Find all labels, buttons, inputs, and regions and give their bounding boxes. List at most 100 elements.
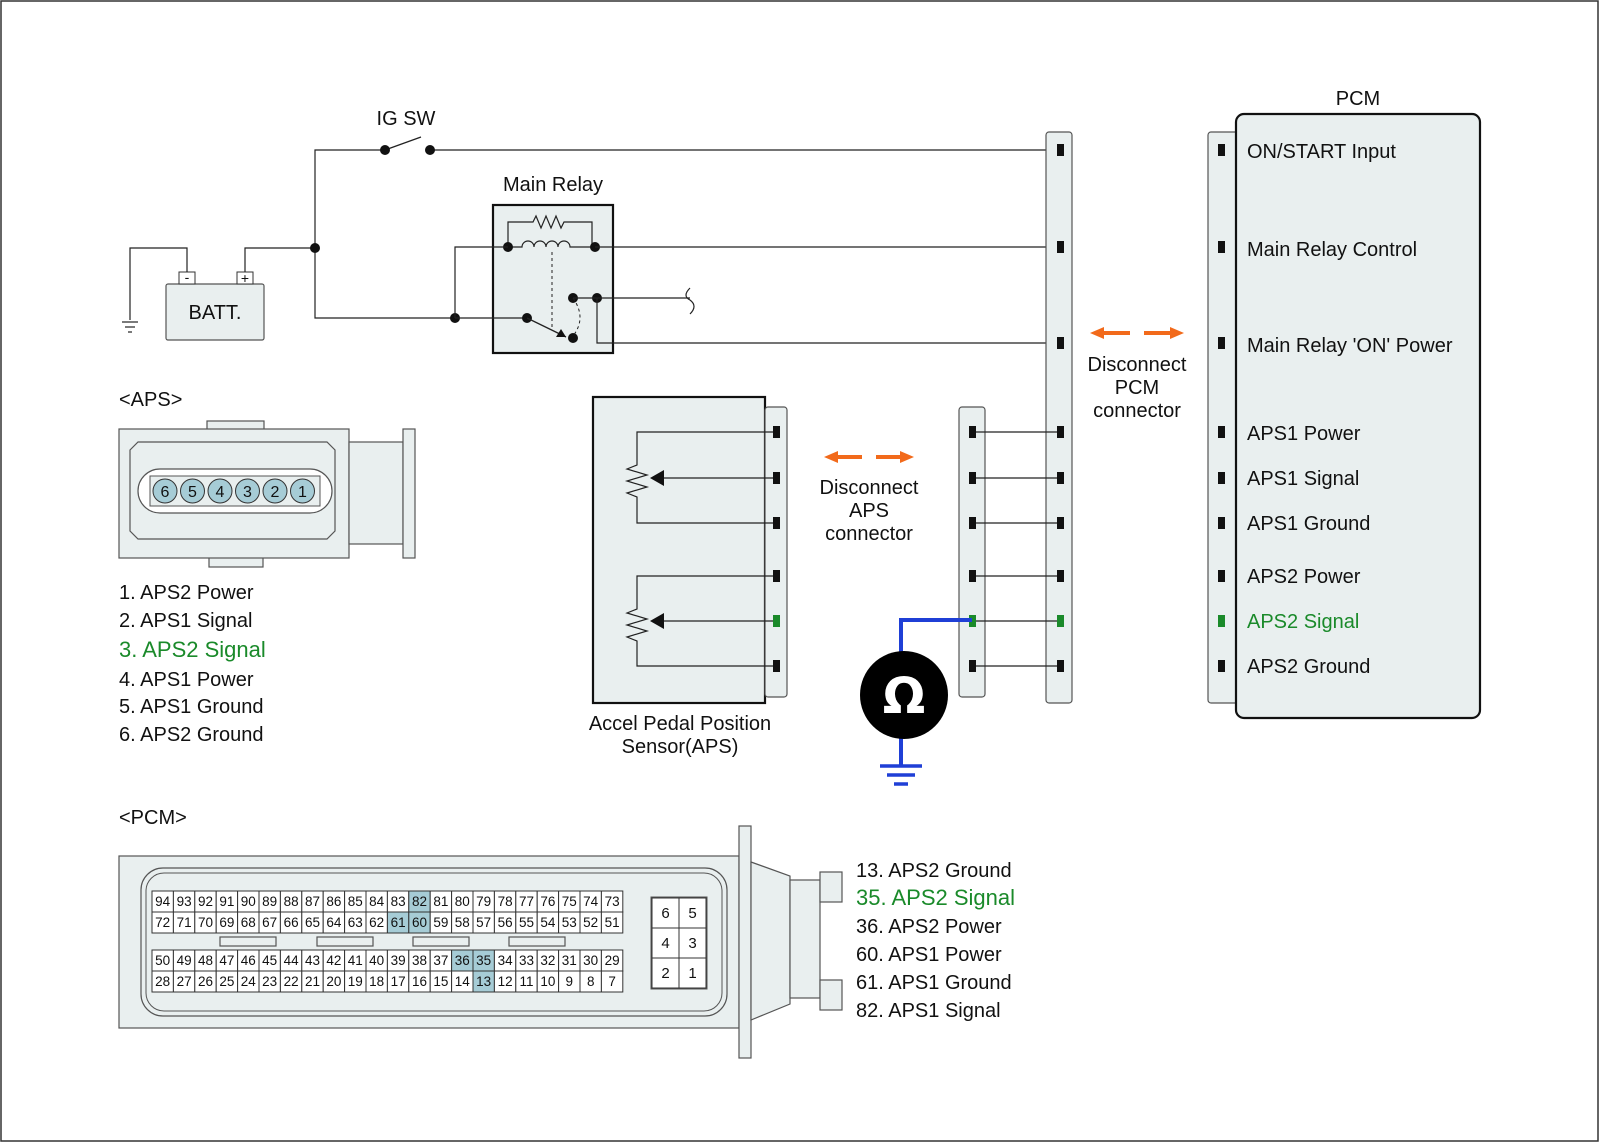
pcm-pin-number: 67 — [262, 915, 277, 930]
pcm-pin-number: 83 — [391, 894, 406, 909]
disconnect-aps-line1: Disconnect — [820, 477, 919, 499]
aps-legend-item: 1. APS2 Power — [119, 582, 254, 604]
pcm-pin-number: 57 — [476, 915, 491, 930]
pcm-pin-number: 23 — [262, 974, 277, 989]
pcm-legend-item: 36. APS2 Power — [856, 916, 1002, 938]
aps-pin-number: 2 — [271, 484, 280, 501]
aps-pin-number: 3 — [243, 484, 252, 501]
disconnect-pcm-line2: PCM — [1115, 377, 1159, 399]
pcm-block — [1207, 112, 1482, 720]
aps-harness-connector — [958, 406, 1057, 698]
pcm-pin-number: 47 — [219, 953, 234, 968]
pcm-pin-number: 55 — [519, 915, 534, 930]
pcm-pin-number: 84 — [369, 894, 385, 909]
pcm-pin-number: 52 — [583, 915, 598, 930]
pcm-pin-number: 66 — [284, 915, 299, 930]
pcm-pin-number: 27 — [177, 974, 192, 989]
ig-sw-label: IG SW — [377, 108, 436, 130]
aps-legend-item: 6. APS2 Ground — [119, 724, 264, 746]
aps-sensor — [591, 395, 788, 705]
pcm-pin-number: 43 — [305, 953, 320, 968]
pcm-small-pin-cell — [651, 897, 680, 929]
pcm-pin-number: 53 — [562, 915, 577, 930]
pcm-pin-number: 17 — [391, 974, 406, 989]
pcm-pin-number: 18 — [369, 974, 384, 989]
pcm-pin-number: 40 — [369, 953, 384, 968]
pcm-pin-number: 87 — [305, 894, 320, 909]
pcm-pin-number: 37 — [433, 953, 448, 968]
pcm-pin-number: 13 — [476, 974, 491, 989]
pcm-small-pin-number: 2 — [661, 965, 669, 982]
pcm-pin-number: 26 — [198, 974, 213, 989]
pcm-pin-number: 12 — [498, 974, 513, 989]
pcm-pin-cell — [600, 911, 624, 934]
pcm-pin-number: 24 — [241, 974, 257, 989]
pcm-pin-number: 94 — [155, 894, 171, 909]
pcm-pin-number: 51 — [605, 915, 620, 930]
pcm-pin-label: Main Relay Control — [1247, 239, 1417, 261]
pcm-pin-number: 15 — [433, 974, 448, 989]
pcm-pin-number: 56 — [498, 915, 513, 930]
aps-legend-item: 2. APS1 Signal — [119, 610, 252, 632]
pcm-pin-number: 19 — [348, 974, 363, 989]
pcm-pin-number: 38 — [412, 953, 427, 968]
pcm-legend-item: 82. APS1 Signal — [856, 1000, 1001, 1022]
pcm-pin-number: 60 — [412, 915, 427, 930]
pcm-pin-number: 80 — [455, 894, 470, 909]
pcm-pin-number: 72 — [155, 915, 170, 930]
aps-pin-number: 6 — [161, 484, 170, 501]
aps-legend-item-highlight: 3. APS2 Signal — [119, 637, 266, 662]
sensor-label-line1: Accel Pedal Position — [589, 713, 771, 735]
pcm-pin-number: 46 — [241, 953, 256, 968]
sensor-label-line2: Sensor(APS) — [622, 736, 739, 758]
aps-pin — [290, 478, 315, 504]
battery-neg: - — [185, 269, 190, 285]
pcm-pin-number: 86 — [326, 894, 341, 909]
pcm-pin-cell — [600, 970, 624, 993]
battery-pos: + — [241, 270, 249, 286]
pcm-pin-number: 68 — [241, 915, 256, 930]
ground-symbol-battery — [122, 247, 188, 333]
disconnect-pcm-line3: connector — [1093, 400, 1181, 422]
pcm-pin-number: 22 — [284, 974, 299, 989]
pcm-pin-number: 76 — [540, 894, 555, 909]
pcm-pin-number: 90 — [241, 894, 256, 909]
pcm-pin-number: 39 — [391, 953, 406, 968]
disconnect-pcm-line1: Disconnect — [1088, 354, 1187, 376]
pcm-small-pin-cell — [678, 927, 707, 959]
pcm-legend-item: 60. APS1 Power — [856, 944, 1002, 966]
pcm-pin-number: 10 — [540, 974, 555, 989]
pcm-pin-number: 69 — [219, 915, 234, 930]
pcm-pin-number: 61 — [391, 915, 406, 930]
aps-pin-number: 1 — [298, 484, 307, 501]
pcm-pin-number: 21 — [305, 974, 320, 989]
aps-pin-number: 4 — [216, 484, 225, 501]
pcm-pin-number: 92 — [198, 894, 213, 909]
pcm-pin-number: 82 — [412, 894, 427, 909]
pcm-legend-item: 13. APS2 Ground — [856, 860, 1012, 882]
aps-pin-number: 5 — [188, 484, 197, 501]
pcm-pin-number: 93 — [177, 894, 192, 909]
pcm-pin-number: 49 — [177, 953, 192, 968]
pcm-pin-number: 28 — [155, 974, 170, 989]
pcm-pin-number: 48 — [198, 953, 213, 968]
pcm-pin-number: 65 — [305, 915, 320, 930]
pcm-pin-number: 41 — [348, 953, 363, 968]
pcm-pin-number: 33 — [519, 953, 534, 968]
aps-connector-title: <APS> — [119, 389, 182, 411]
pcm-pin-number: 63 — [348, 915, 363, 930]
pcm-pin-number: 32 — [540, 953, 555, 968]
pcm-pin-number: 7 — [608, 974, 616, 989]
pcm-small-pin-cell — [678, 957, 707, 989]
pcm-pin-number: 85 — [348, 894, 363, 909]
main-relay-label: Main Relay — [503, 174, 603, 196]
pcm-small-pin-number: 3 — [688, 935, 696, 952]
pcm-small-pin-number: 4 — [661, 935, 669, 952]
pcm-pin-number: 25 — [219, 974, 234, 989]
pcm-pin-number: 16 — [412, 974, 427, 989]
pcm-pin-number: 30 — [583, 953, 598, 968]
aps-pin — [235, 478, 260, 504]
battery: - + BATT. — [165, 269, 265, 341]
ohm-icon: Ω — [883, 667, 926, 725]
pcm-pin-number: 42 — [326, 953, 341, 968]
